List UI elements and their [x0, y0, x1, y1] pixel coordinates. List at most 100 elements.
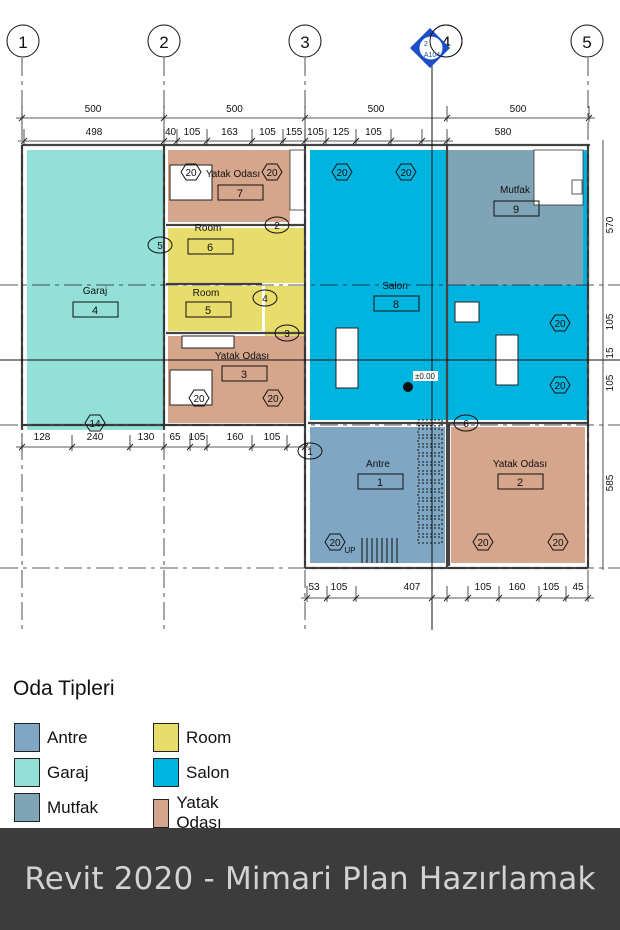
- window-tag: [547, 533, 569, 551]
- door-tag-label: 1: [307, 447, 313, 458]
- grid-label: 3: [300, 33, 309, 52]
- dim-top-detail-label: 580: [495, 127, 512, 138]
- closet: [289, 149, 306, 211]
- window-tag-label: 14: [89, 419, 101, 430]
- dim-right-label: 570: [605, 216, 616, 233]
- dim-bottom-right-label: 105: [331, 582, 348, 593]
- dim-top-overall-label: 500: [85, 104, 102, 115]
- window-tag: [188, 389, 210, 407]
- door-tag: [297, 442, 323, 460]
- footer-banner: Revit 2020 - Mimari Plan Hazırlamak: [0, 828, 620, 930]
- room-name-label: Mutfak: [500, 185, 531, 196]
- legend-item-yatak-odasi: Yatak Odası: [153, 793, 231, 833]
- stair-tread-upper: [417, 428, 443, 436]
- door-tag-label: 5: [157, 241, 163, 252]
- room-number-box: [187, 238, 234, 255]
- room-number: 6: [207, 242, 213, 254]
- door-tag-label: 4: [262, 294, 268, 305]
- room-number-box: [217, 184, 264, 201]
- stair-tread-upper: [417, 446, 443, 454]
- room-number-box: [373, 295, 420, 312]
- dim-bottom-right-label: 105: [543, 582, 560, 593]
- legend-label: Antre: [47, 727, 88, 747]
- window-tag: [262, 389, 284, 407]
- room-number-box: [357, 473, 404, 490]
- dim-right-label: 15: [605, 347, 616, 359]
- bed-icon: [169, 164, 213, 201]
- legend-label: Garaj: [47, 762, 89, 782]
- room-number-box: [185, 301, 232, 318]
- door-tag-label: 6: [463, 419, 469, 430]
- room-number: 3: [241, 369, 247, 381]
- dim-top-detail-label: 498: [86, 127, 103, 138]
- dim-top-detail-label: 105: [259, 127, 276, 138]
- dim-right-label: 105: [605, 313, 616, 330]
- door-tag: [252, 289, 278, 307]
- grid-bubble: [570, 24, 604, 58]
- window-tag: [324, 533, 346, 551]
- window-tag-label: 20: [185, 168, 197, 179]
- dim-right-label: 585: [605, 474, 616, 491]
- footer-title: Revit 2020 - Mimari Plan Hazırlamak: [24, 861, 596, 897]
- dim-top-detail-label: 105: [307, 127, 324, 138]
- room-number-box: [497, 473, 544, 490]
- level-marker-bg: [413, 371, 438, 381]
- stair-tread-upper: [417, 518, 443, 526]
- stair-tread-upper: [417, 473, 443, 481]
- legend-item-garaj: Garaj: [14, 758, 89, 787]
- dim-bottom-right-label: 105: [475, 582, 492, 593]
- grid-bubble: [429, 24, 463, 58]
- bed-icon: [169, 369, 213, 406]
- room-name-label: Room: [195, 223, 222, 234]
- room-name-label: Room: [193, 288, 220, 299]
- dim-bottom-left-label: 130: [138, 432, 155, 443]
- room-number: 5: [205, 305, 211, 317]
- dim-top-detail-label: 105: [184, 127, 201, 138]
- grid-bubble: [6, 24, 40, 58]
- window-tag-label: 20: [193, 394, 205, 405]
- window-tag: [395, 163, 417, 181]
- dim-top-detail-label: 40: [165, 127, 177, 138]
- room-number-box: [72, 301, 119, 318]
- room-yatak-odasi: [451, 427, 585, 563]
- door-tag-label: 2: [274, 221, 280, 232]
- staircase-icon: [361, 419, 443, 563]
- window-tag-label: 20: [267, 394, 279, 405]
- legend-title: Oda Tipleri: [13, 677, 115, 700]
- section-number: 2: [424, 41, 428, 48]
- grid-bubble: [288, 24, 322, 58]
- room-name-label: Garaj: [83, 286, 107, 297]
- room-name-label: Salon: [382, 281, 408, 292]
- legend-swatch: [153, 723, 179, 752]
- room-name-label: Yatak Odası: [215, 351, 269, 362]
- room-number: 4: [92, 305, 98, 317]
- window-tag: [180, 163, 202, 181]
- window-tag-label: 20: [400, 168, 412, 179]
- legend-item-mutfak: Mutfak: [14, 793, 98, 822]
- window-tag-label: 20: [266, 168, 278, 179]
- legend-swatch: [153, 798, 170, 828]
- window-tag: [331, 163, 353, 181]
- door-tag: [264, 216, 290, 234]
- window-tag-label: 20: [477, 538, 489, 549]
- sink-icon: [571, 179, 583, 195]
- stair-tread-upper: [417, 437, 443, 445]
- window-tag-label: 20: [554, 381, 566, 392]
- grid-bubble: [147, 24, 181, 58]
- door-tag-label: 3: [284, 329, 290, 340]
- dim-top-overall-label: 500: [226, 104, 243, 115]
- level-marker-icon: [403, 382, 413, 392]
- dim-bottom-right-label: 407: [404, 582, 421, 593]
- legend-swatch: [14, 793, 40, 822]
- window-tag: [549, 376, 571, 394]
- room-number-box: [493, 200, 540, 217]
- dining-table-icon: [335, 327, 359, 389]
- room-number: 1: [377, 477, 383, 489]
- legend-label: Salon: [186, 762, 230, 782]
- legend-item-salon: Salon: [153, 758, 229, 787]
- dim-bottom-right-label: 45: [572, 582, 584, 593]
- armchair-icon: [454, 301, 480, 323]
- corridor-fill: [265, 286, 305, 336]
- room-number: 8: [393, 299, 399, 311]
- dim-bottom-left-label: 65: [169, 432, 181, 443]
